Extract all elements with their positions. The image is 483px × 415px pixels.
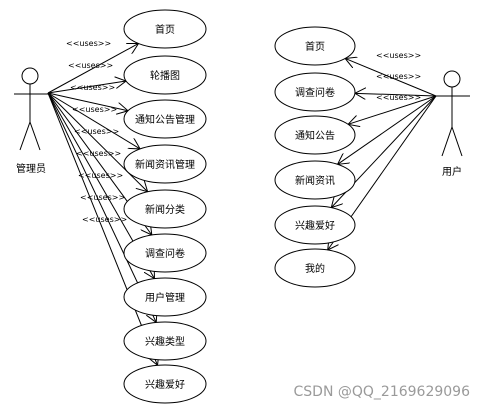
uses-stereotype-label: <<uses>> <box>376 93 421 102</box>
usecase-label: 通知公告 <box>295 129 335 142</box>
uses-stereotype-label: <<uses>> <box>66 39 111 48</box>
usecase-ellipse <box>274 72 356 112</box>
admin-actor-right-leg <box>29 121 41 151</box>
user-actor-head <box>443 70 461 88</box>
usecase-ellipse <box>274 248 356 288</box>
usecase-label: 调查问卷 <box>295 86 335 99</box>
uses-stereotype-label: <<uses>> <box>76 149 121 158</box>
uses-stereotype-label: <<uses>> <box>376 51 421 60</box>
admin-usecase: 首页 <box>123 9 207 49</box>
admin-usecase: 新闻资讯管理 <box>123 144 207 184</box>
admin-association-line <box>47 92 140 149</box>
uses-stereotype-label: <<uses>> <box>68 61 113 70</box>
usecase-label: 通知公告管理 <box>135 113 195 126</box>
uses-stereotype-label: <<uses>> <box>82 215 127 224</box>
user-association-line <box>348 95 437 124</box>
user-actor-left-leg <box>441 126 453 157</box>
usecase-ellipse <box>123 277 207 317</box>
usecase-label: 新闻资讯管理 <box>135 158 195 171</box>
usecase-label: 轮播图 <box>150 69 180 82</box>
user-association-line <box>338 95 437 164</box>
user-actor-right-leg <box>451 126 463 157</box>
usecase-ellipse <box>274 160 356 200</box>
watermark-text: CSDN @QQ_2169629096 <box>294 384 471 400</box>
uses-stereotype-label: <<uses>> <box>72 105 117 114</box>
usecase-ellipse <box>123 233 207 273</box>
user-usecase: 首页 <box>274 26 356 66</box>
usecase-label: 新闻资讯 <box>295 174 335 187</box>
user-usecase: 新闻资讯 <box>274 160 356 200</box>
user-actor-label: 用户 <box>442 165 462 178</box>
usecase-ellipse <box>123 321 207 361</box>
admin-usecase: 调查问卷 <box>123 233 207 273</box>
usecase-ellipse <box>123 189 207 229</box>
uses-stereotype-label: <<uses>> <box>78 171 123 180</box>
usecase-label: 兴趣爱好 <box>145 378 185 391</box>
admin-usecase: 兴趣爱好 <box>123 364 207 404</box>
user-usecase: 通知公告 <box>274 115 356 155</box>
usecase-label: 首页 <box>155 23 175 36</box>
uses-stereotype-label: <<uses>> <box>376 72 421 81</box>
admin-usecase: 轮播图 <box>123 55 207 95</box>
uses-stereotype-label: <<uses>> <box>80 193 125 202</box>
admin-association-line <box>47 81 126 94</box>
user-usecase: 兴趣爱好 <box>274 205 356 245</box>
usecase-ellipse <box>274 205 356 245</box>
use-case-ellipses: 首页轮播图通知公告管理新闻资讯管理新闻分类调查问卷用户管理兴趣类型兴趣爱好首页调… <box>123 9 356 404</box>
uses-stereotype-label: <<uses>> <box>74 127 119 136</box>
user-usecase: 我的 <box>274 248 356 288</box>
admin-actor: 管理员 <box>14 67 48 175</box>
association-lines: <<uses>> <<uses>> <<uses>> <<uses>> <<uses>>… <box>47 39 437 365</box>
user-usecase: 调查问卷 <box>274 72 356 112</box>
admin-usecase: 用户管理 <box>123 277 207 317</box>
admin-usecase: 新闻分类 <box>123 189 207 229</box>
uses-stereotype-label: <<uses>> <box>70 83 115 92</box>
usecase-label: 我的 <box>305 262 325 275</box>
admin-association-line <box>47 92 157 365</box>
usecase-label: 新闻分类 <box>145 203 185 216</box>
usecase-ellipse <box>123 9 207 49</box>
admin-actor-label: 管理员 <box>16 162 46 175</box>
usecase-ellipse <box>123 55 207 95</box>
usecase-label: 首页 <box>305 40 325 53</box>
user-association-line <box>345 58 437 97</box>
user-actor: 用户 <box>436 70 470 178</box>
admin-usecase: 通知公告管理 <box>123 99 207 139</box>
usecase-ellipse <box>274 26 356 66</box>
admin-actor-head <box>21 67 39 85</box>
usecase-ellipse <box>123 364 207 404</box>
admin-actor-left-leg <box>19 121 31 151</box>
user-association-line <box>355 93 437 96</box>
usecase-ellipse <box>274 115 356 155</box>
admin-usecase: 兴趣类型 <box>123 321 207 361</box>
admin-association-line <box>47 92 148 192</box>
usecase-ellipse <box>123 99 207 139</box>
admin-association-line <box>47 92 128 111</box>
usecase-label: 用户管理 <box>145 291 185 304</box>
usecase-ellipse <box>123 144 207 184</box>
usecase-label: 兴趣爱好 <box>295 219 335 232</box>
admin-association-line <box>47 43 138 94</box>
usecase-label: 兴趣类型 <box>145 335 185 348</box>
usecase-label: 调查问卷 <box>145 247 185 260</box>
